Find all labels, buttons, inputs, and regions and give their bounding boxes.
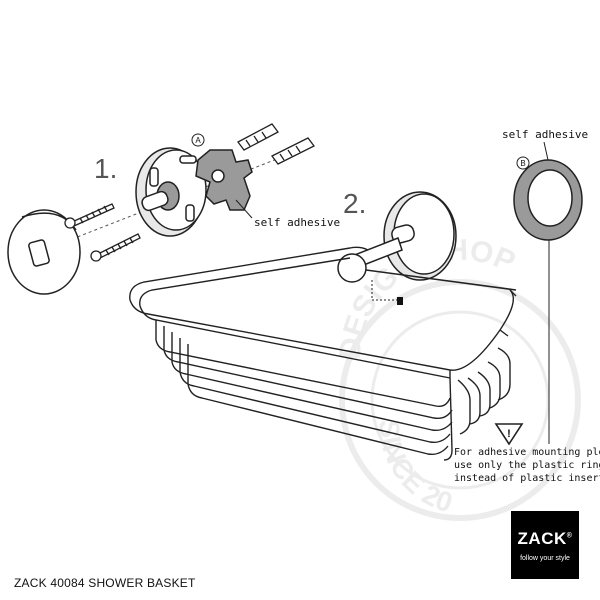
cover-cap (7, 209, 81, 295)
warning-icon: ! (494, 423, 524, 446)
label-self-adhesive-right: self adhesive (502, 128, 588, 141)
plastic-ring-b (513, 159, 583, 241)
warning-symbol: ! (507, 428, 511, 440)
step-1-number: 1. (94, 153, 117, 184)
logo-tagline: follow your style (520, 555, 570, 562)
assembly-axis-line (43, 149, 301, 251)
mounted-holder (337, 191, 517, 291)
logo-brand: ZACK® (517, 529, 573, 548)
shower-basket (129, 246, 517, 461)
wall-plug-upper (237, 123, 279, 151)
screw-upper (64, 203, 115, 229)
wall-plug-lower (271, 137, 315, 165)
note-line-3: instead of plastic insert A (454, 473, 600, 484)
marker-b: B (516, 156, 530, 170)
wall-plate (135, 147, 207, 237)
zack-logo: ZACK® follow your style (511, 511, 579, 579)
step-2-number: 2. (343, 188, 366, 219)
note-line-1: For adhesive mounting please (454, 447, 600, 458)
marker-b-label: B (520, 159, 525, 168)
product-caption: ZACK 40084 SHOWER BASKET (14, 576, 196, 590)
leader-self-adhesive-right (543, 141, 549, 161)
label-self-adhesive-left: self adhesive (254, 216, 340, 229)
marker-a: A (191, 133, 205, 147)
adhesive-insert-a (195, 149, 253, 211)
note-line-2: use only the plastic ring B (454, 460, 600, 471)
watermark-bottom-text: SINCE 20 (374, 419, 457, 519)
marker-a-label: A (195, 136, 201, 145)
grub-screw-callout (371, 280, 403, 305)
screw-lower (90, 233, 141, 262)
leader-self-adhesive-left (235, 199, 253, 219)
